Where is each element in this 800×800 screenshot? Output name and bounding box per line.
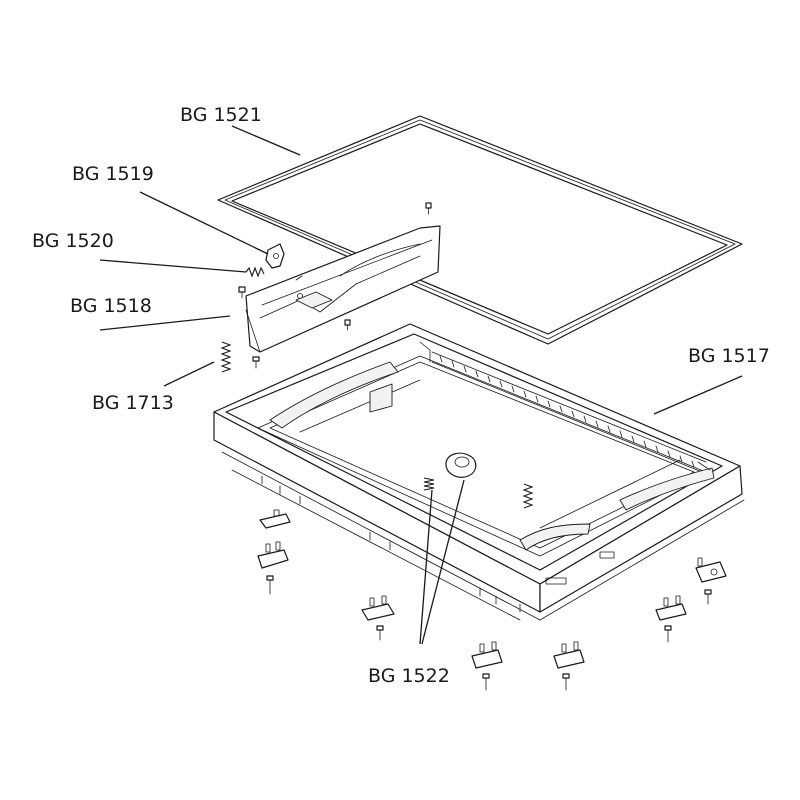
- leader-bg1518: [99, 315, 231, 331]
- label-bg1519: BG 1519: [72, 163, 154, 185]
- leader-bg1517: [653, 375, 743, 415]
- label-bg1521: BG 1521: [180, 104, 262, 126]
- mounting-clip-3: [361, 595, 395, 641]
- hinge-bracket: [245, 225, 441, 353]
- label-bg1518: BG 1518: [70, 295, 152, 317]
- mounting-clip-2: [257, 541, 289, 595]
- screw-bracket-2: [344, 319, 351, 331]
- leader-bg1520: [99, 259, 247, 273]
- mounting-clip-1: [259, 509, 291, 529]
- mounting-clip-7: [695, 557, 727, 605]
- label-bg1713: BG 1713: [92, 392, 174, 414]
- screw-bracket-3: [252, 356, 260, 369]
- main-frame: [213, 323, 745, 621]
- leader-bg1522-a: [419, 489, 433, 645]
- release-knob: [445, 452, 477, 478]
- seal-gasket-frame: [217, 115, 743, 345]
- leader-bg1713: [163, 361, 215, 387]
- knob-spring: [423, 477, 435, 491]
- screw-top: [425, 202, 432, 215]
- mounting-clip-6: [655, 595, 687, 643]
- latch-piece: [265, 243, 285, 269]
- vertical-spring-left: [220, 341, 232, 373]
- leader-bg1521: [231, 125, 301, 156]
- mounting-clip-5: [553, 641, 585, 691]
- small-spring: [245, 266, 265, 278]
- label-bg1517: BG 1517: [688, 345, 770, 367]
- label-bg1522: BG 1522: [368, 665, 450, 687]
- mounting-clip-4: [471, 641, 503, 691]
- leader-lines: [99, 125, 743, 645]
- pin-small: [295, 275, 303, 281]
- screw-bracket-1: [238, 286, 246, 299]
- vertical-spring-right: [522, 483, 534, 509]
- label-bg1520: BG 1520: [32, 230, 114, 252]
- leader-bg1522-b: [421, 479, 465, 645]
- rack-teeth: [439, 355, 695, 468]
- leader-bg1519: [139, 191, 269, 255]
